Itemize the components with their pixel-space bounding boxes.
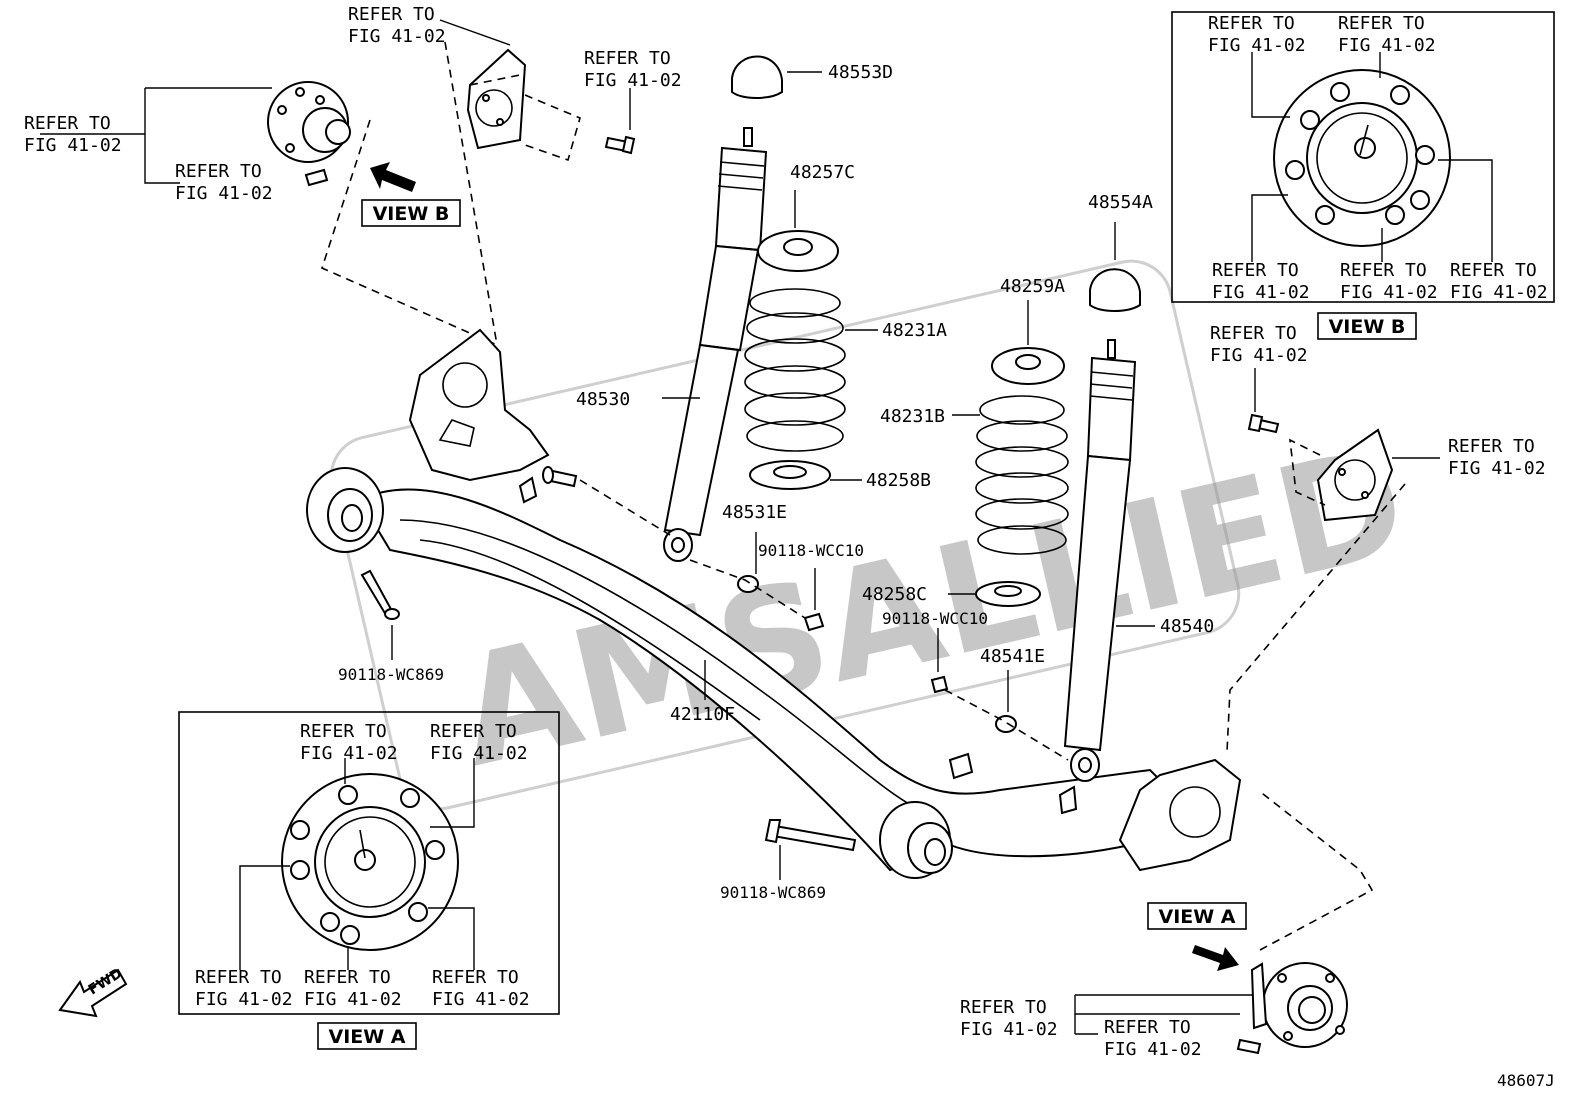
part-label-48259A: 48259A [1000, 276, 1065, 297]
refer-label: REFER TO [1212, 260, 1299, 281]
part-label-48257C: 48257C [790, 162, 855, 183]
view-a-label: VIEW A [328, 1026, 405, 1048]
refer-label: REFER TO [304, 967, 391, 988]
view-b-caption-right: VIEW B [1317, 312, 1417, 340]
refer-fig-label: FIG 41-02 [175, 183, 273, 204]
fwd-arrow-icon: FWD [58, 965, 128, 1018]
part-label-48553D: 48553D [828, 62, 893, 83]
view-b-arrow-icon [370, 162, 416, 192]
refer-label: REFER TO [1210, 323, 1297, 344]
part-label-48258B: 48258B [866, 470, 931, 491]
refer-label: REFER TO [24, 113, 111, 134]
part-label-90118-WC869-a: 90118-WC869 [338, 665, 444, 684]
refer-fig-label: FIG 41-02 [584, 70, 682, 91]
view-a-box: REFER TO FIG 41-02 REFER TO FIG 41-02 RE… [178, 711, 560, 1015]
axle-beam [306, 328, 1242, 879]
part-label-90118-WCC10-b: 90118-WCC10 [882, 609, 988, 628]
refer-fig-label: FIG 41-02 [1208, 35, 1306, 56]
refer-label: REFER TO [1450, 260, 1537, 281]
part-label-48541E: 48541E [980, 646, 1045, 667]
refer-label: REFER TO [348, 4, 435, 25]
refer-fig-label: FIG 41-02 [304, 989, 402, 1010]
view-a-arrow-icon [1192, 945, 1239, 971]
view-b-box: REFER TO FIG 41-02 REFER TO FIG 41-02 RE… [1171, 11, 1555, 303]
part-label-90118-WC869-b: 90118-WC869 [720, 883, 826, 902]
refer-fig-label: FIG 41-02 [960, 1019, 1058, 1040]
refer-label: REFER TO [1338, 13, 1425, 34]
refer-label: REFER TO [1208, 13, 1295, 34]
refer-label: REFER TO [430, 721, 517, 742]
refer-label: REFER TO [584, 48, 671, 69]
refer-fig-label: FIG 41-02 [1338, 35, 1436, 56]
refer-label: REFER TO [432, 967, 519, 988]
refer-fig-label: FIG 41-02 [1450, 282, 1548, 303]
refer-fig-label: FIG 41-02 [430, 743, 528, 764]
part-label-48540: 48540 [1160, 616, 1214, 637]
view-a-label: VIEW A [1158, 906, 1235, 928]
view-b-label: VIEW B [1329, 316, 1406, 338]
bottom-right-hub-assembly: REFER TO FIG 41-02 REFER TO FIG 41-02 [960, 789, 1374, 1060]
view-a-caption-bottom: VIEW A [317, 1022, 417, 1050]
part-label-48258C: 48258C [862, 584, 927, 605]
refer-label: REFER TO [300, 721, 387, 742]
refer-label: REFER TO [1104, 1017, 1191, 1038]
part-label-48554A: 48554A [1088, 192, 1153, 213]
right-backing-plate: REFER TO FIG 41-02 REFER TO FIG 41-02 [1210, 323, 1546, 753]
part-label-48231A: 48231A [882, 320, 947, 341]
refer-label: REFER TO [175, 161, 262, 182]
refer-fig-label: FIG 41-02 [348, 26, 446, 47]
refer-fig-label: FIG 41-02 [24, 135, 122, 156]
view-b-label: VIEW B [373, 203, 450, 225]
refer-label: REFER TO [960, 997, 1047, 1018]
diagram-id: 48607J [1497, 1071, 1555, 1090]
refer-fig-label: FIG 41-02 [1212, 282, 1310, 303]
refer-fig-label: FIG 41-02 [1448, 458, 1546, 479]
refer-fig-label: FIG 41-02 [195, 989, 293, 1010]
refer-fig-label: FIG 41-02 [1104, 1039, 1202, 1060]
shock-absorber-48540 [1063, 339, 1155, 782]
top-left-hub-assembly: REFER TO FIG 41-02 REFER TO FIG 41-02 RE… [24, 4, 682, 346]
refer-label: REFER TO [1340, 260, 1427, 281]
part-label-48530: 48530 [576, 389, 630, 410]
part-label-48531E: 48531E [722, 502, 787, 523]
fasteners [360, 466, 1069, 880]
part-labels: 48553D 48257C 48554A 48231A 48259A 48530… [338, 62, 1214, 902]
refer-label: REFER TO [1448, 436, 1535, 457]
shock-absorber-48530 [662, 127, 768, 562]
refer-fig-label: FIG 41-02 [300, 743, 398, 764]
view-a-caption-right: VIEW A [1147, 902, 1247, 930]
refer-fig-label: FIG 41-02 [1340, 282, 1438, 303]
refer-fig-label: FIG 41-02 [1210, 345, 1308, 366]
part-label-48231B: 48231B [880, 406, 945, 427]
coil-spring-48231B [948, 222, 1141, 607]
view-b-caption-left: VIEW B [361, 199, 461, 227]
refer-fig-label: FIG 41-02 [432, 989, 530, 1010]
part-label-42110F: 42110F [670, 704, 735, 725]
part-label-90118-WCC10-a: 90118-WCC10 [758, 541, 864, 560]
coil-spring-48231A [731, 55, 878, 490]
refer-label: REFER TO [195, 967, 282, 988]
